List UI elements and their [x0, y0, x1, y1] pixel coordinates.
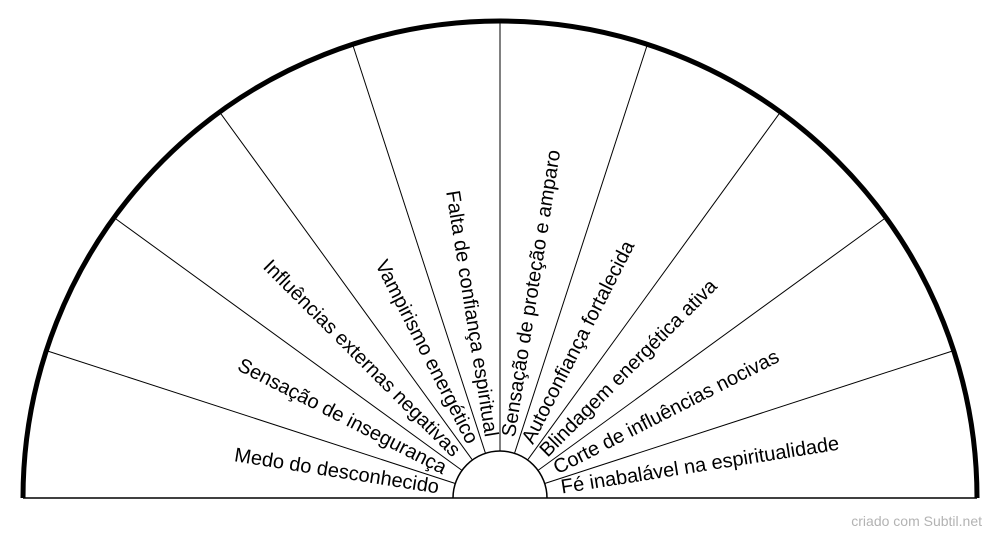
inner-hub	[452, 450, 548, 499]
sector-divider-6	[514, 44, 648, 454]
divider-lines	[46, 21, 954, 484]
outer-arc	[20, 18, 980, 499]
sector-divider-4	[352, 44, 486, 454]
sector-divider-7	[527, 111, 781, 461]
credit-text: criado com Subtil.net	[851, 513, 982, 529]
sector-divider-8	[537, 217, 887, 471]
sector-divider-9	[544, 350, 954, 484]
sector-divider-1	[46, 350, 456, 484]
sector-divider-3	[219, 111, 473, 461]
sector-divider-2	[113, 217, 463, 471]
